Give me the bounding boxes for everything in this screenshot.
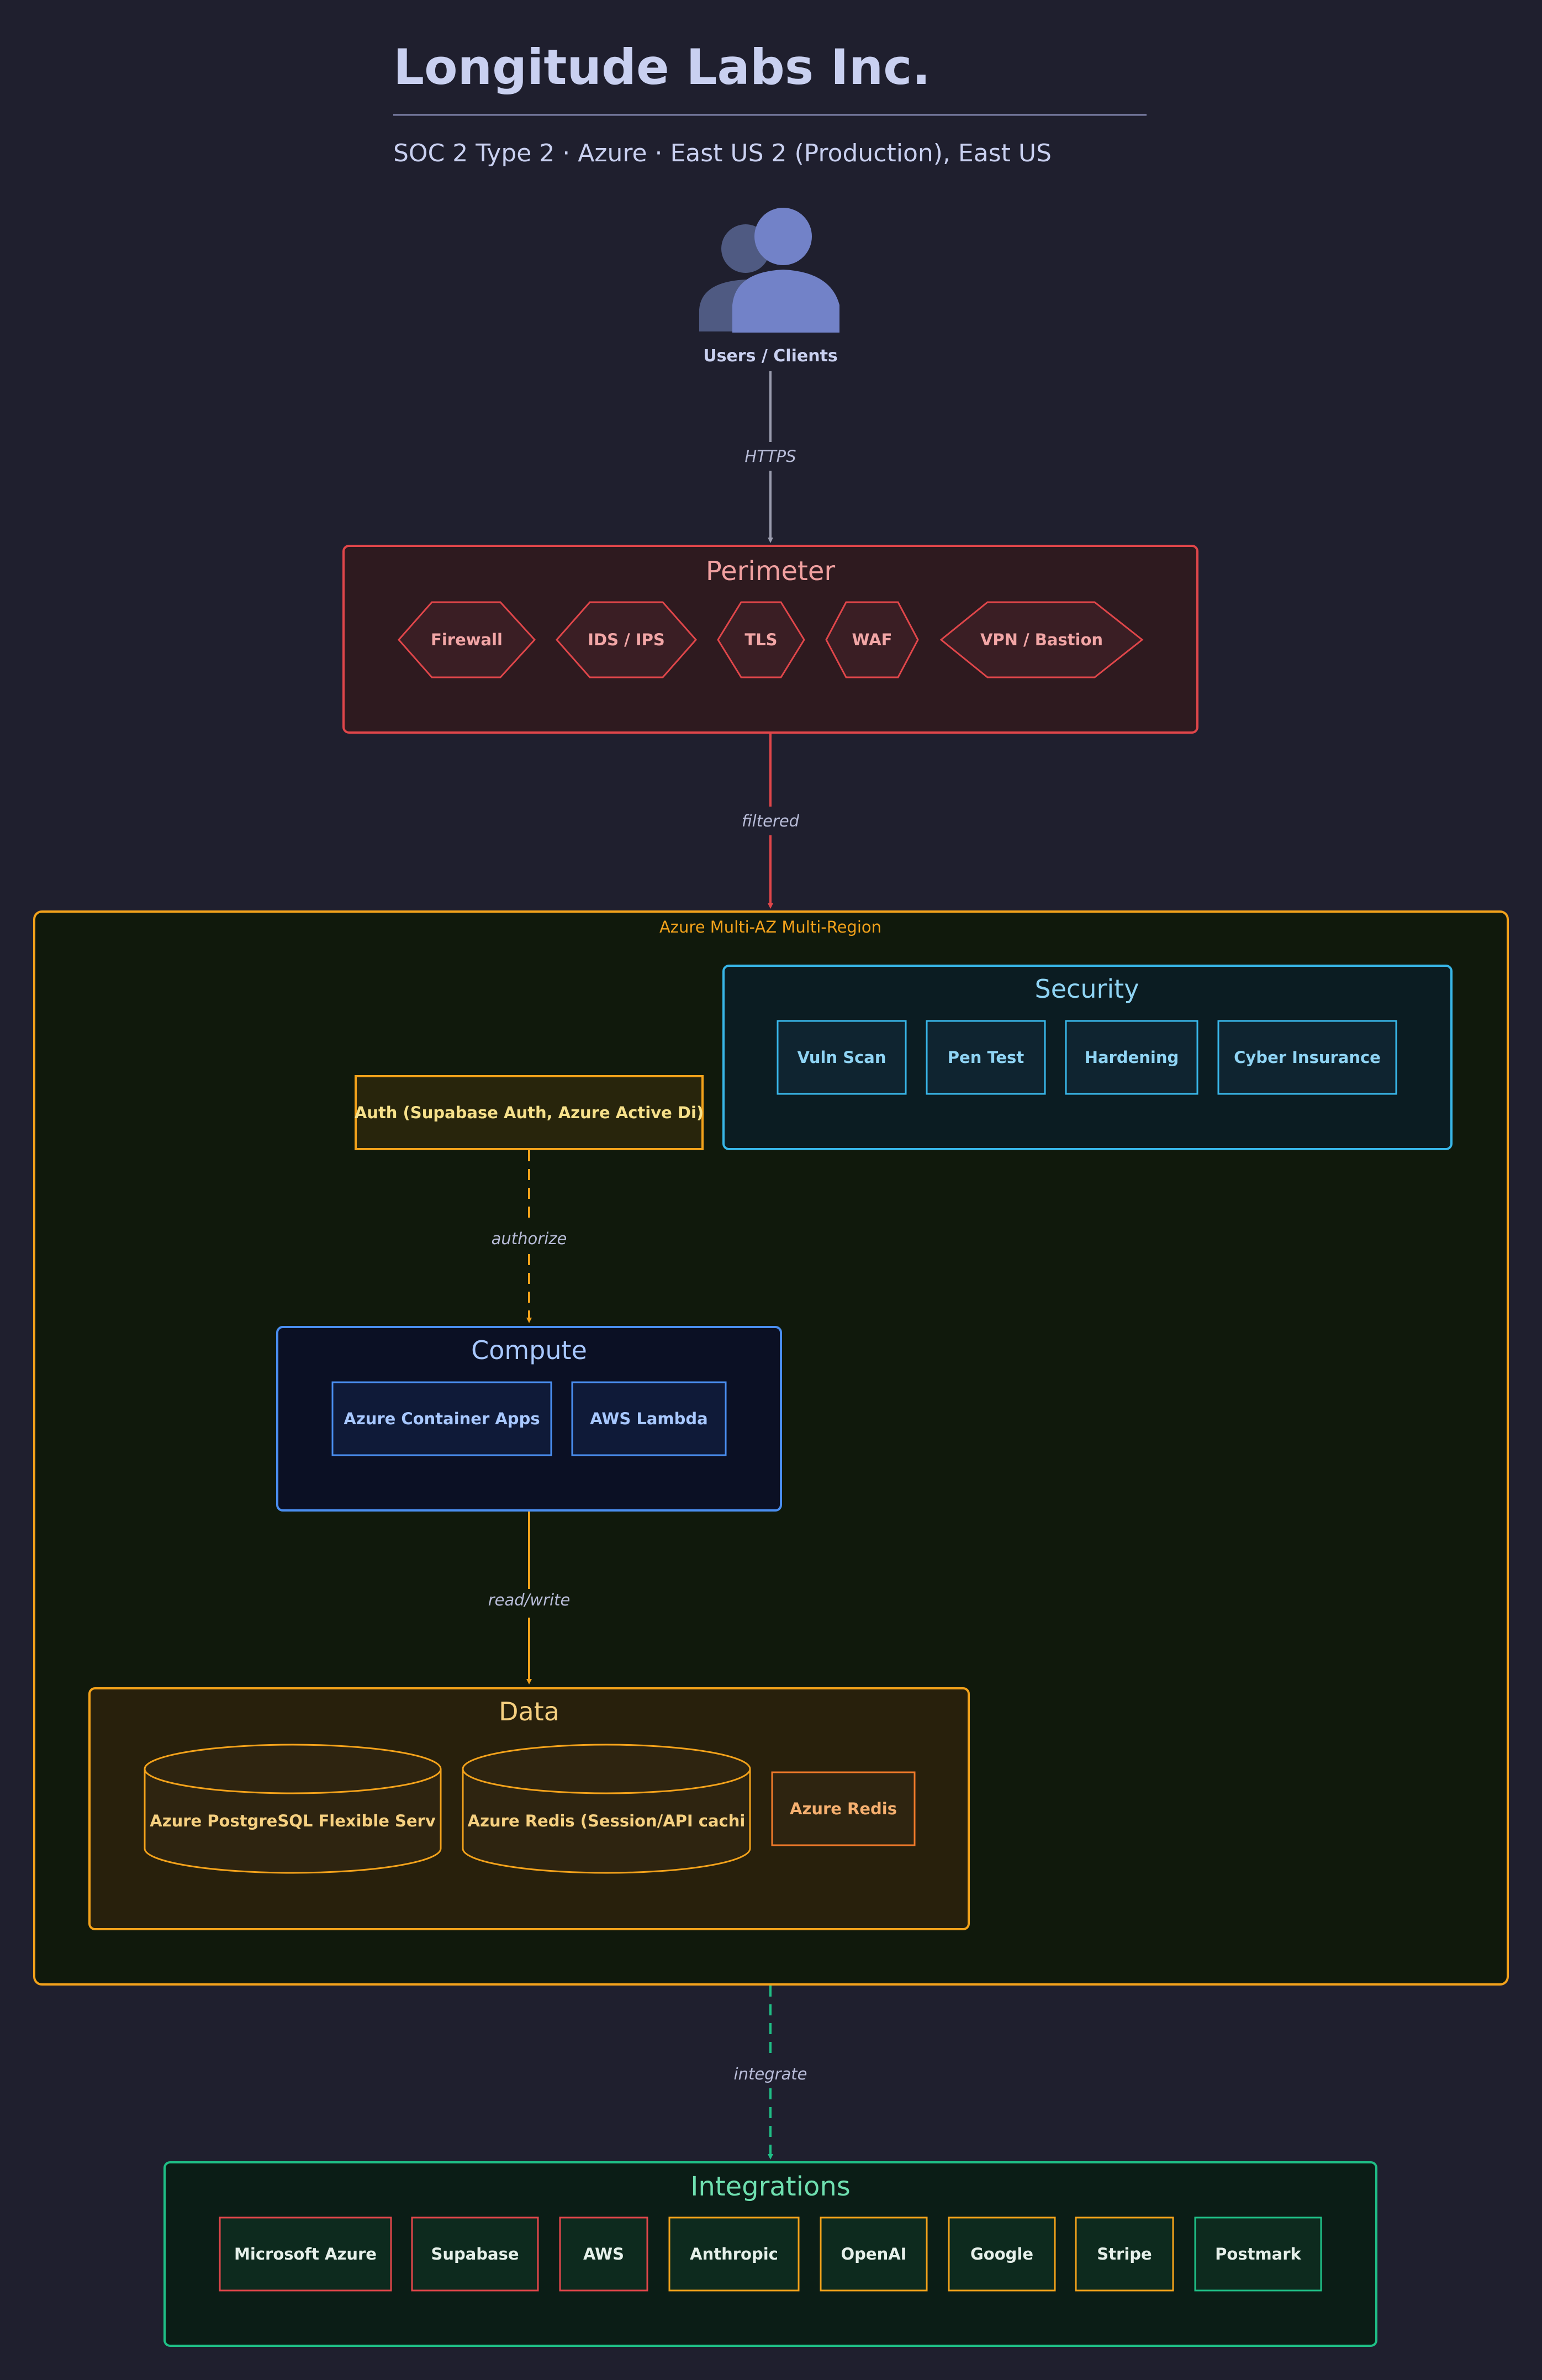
integration-aws[interactable] [559,2216,648,2292]
integration-microsoft-azure[interactable] [219,2216,392,2292]
azure-redis-label: Azure Redis [790,1799,897,1818]
azure-container-apps-node[interactable] [331,1381,552,1456]
redis-cache-node[interactable] [462,1744,751,1874]
edge-label-https: HTTPS [744,447,796,466]
integration-label: OpenAI [841,2245,907,2263]
integration-label: Supabase [431,2245,519,2263]
integrations-title: Integrations [690,2171,851,2202]
hardening-node[interactable] [1065,1020,1198,1095]
auth-node[interactable] [355,1075,704,1150]
cyber-insurance-node[interactable] [1217,1020,1397,1095]
page-title: Longitude Labs Inc. [393,39,931,96]
ids-ips-label: IDS / IPS [588,630,664,649]
edge-label-filtered: filtered [742,812,800,830]
integration-label: Anthropic [690,2245,778,2263]
vuln-scan-label: Vuln Scan [797,1048,886,1067]
perimeter-title: Perimeter [706,556,835,587]
firewall-node[interactable] [397,601,536,678]
ids-ips-node[interactable] [555,601,698,678]
integration-google[interactable] [948,2216,1056,2292]
cloud-region-label: Azure Multi-AZ Multi-Region [659,918,881,936]
integration-stripe[interactable] [1075,2216,1174,2292]
azure-redis-node[interactable] [771,1771,916,1846]
security-title: Security [1035,974,1139,1004]
users-icon [699,208,839,333]
aws-lambda-label: AWS Lambda [590,1409,707,1428]
aws-lambda-node[interactable] [571,1381,727,1456]
integration-anthropic[interactable] [668,2216,800,2292]
integration-label: AWS [583,2245,624,2263]
cyber-insurance-label: Cyber Insurance [1234,1048,1381,1067]
tls-label: TLS [744,630,777,649]
edge-label-integrate: integrate [734,2065,807,2083]
integration-supabase[interactable] [411,2216,539,2292]
postgresql-node[interactable] [144,1744,442,1874]
integration-label: Microsoft Azure [234,2245,377,2263]
users-label: Users / Clients [703,346,838,366]
integration-label: Google [970,2245,1033,2263]
integration-openai[interactable] [820,2216,928,2292]
vpn-bastion-node[interactable] [939,601,1144,678]
azure-container-apps-label: Azure Container Apps [344,1409,540,1428]
integration-label: Stripe [1097,2245,1152,2263]
vuln-scan-node[interactable] [777,1020,907,1095]
edge-label-readwrite: read/write [488,1591,571,1609]
integration-postmark[interactable] [1194,2216,1322,2292]
compute-title: Compute [471,1335,587,1365]
vpn-bastion-label: VPN / Bastion [980,630,1103,649]
firewall-label: Firewall [431,630,503,649]
postgresql-label: Azure PostgreSQL Flexible Serv [150,1812,436,1830]
integration-label: Postmark [1215,2245,1301,2263]
data-title: Data [499,1697,559,1726]
waf-node[interactable] [825,601,919,678]
page-subtitle: SOC 2 Type 2 · Azure · East US 2 (Produc… [393,139,1052,167]
pen-test-node[interactable] [926,1020,1046,1095]
redis-cache-label: Azure Redis (Session/API cachi [468,1812,746,1830]
auth-label: Auth (Supabase Auth, Azure Active Di) [355,1103,704,1122]
tls-node[interactable] [717,601,805,678]
edge-label-authorize: authorize [492,1229,567,1248]
waf-label: WAF [852,630,893,649]
hardening-label: Hardening [1085,1048,1179,1067]
pen-test-label: Pen Test [948,1048,1025,1067]
